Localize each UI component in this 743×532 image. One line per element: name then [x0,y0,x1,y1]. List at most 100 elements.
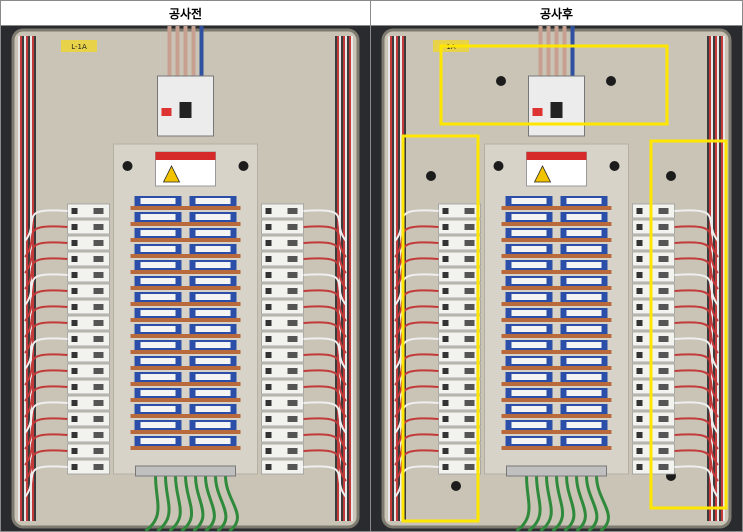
loop-wire [24,353,68,386]
branch-label-text-strip [140,310,176,316]
branch-label-text-strip [566,390,602,396]
breaker-toggle [658,352,669,358]
branch-label-text-strip [566,422,602,428]
branch-label-text-strip [566,438,602,444]
warning-label-band [155,152,216,160]
highlight-box-right [649,139,728,510]
branch-label-text-strip [566,214,602,220]
breaker-toggle [464,416,475,422]
breaker-toggle [464,352,475,358]
breaker-toggle [287,272,298,278]
branch-label-text-strip [566,198,602,204]
branch-label-text-strip [140,374,176,380]
breaker-toggle [464,240,475,246]
breaker-toggle [636,336,643,342]
branch-label-text-strip [511,374,547,380]
main-breaker [157,75,214,137]
breaker-toggle [71,272,78,278]
breaker-toggle [658,432,669,438]
breaker-toggle [658,208,669,214]
copper-bar [501,302,612,306]
highlight-boxes [401,44,728,523]
breaker-toggle [658,336,669,342]
copper-bar [130,334,241,338]
breaker-toggle [287,368,298,374]
loop-wire [674,209,719,242]
branch-label-block [130,196,241,450]
breaker-toggle [93,208,104,214]
breaker-toggle [287,336,298,342]
loop-wire [24,225,68,258]
breaker-toggle [71,240,78,246]
loop-wire [24,305,68,338]
breaker-toggle [658,384,669,390]
branch-label-text-strip [195,214,231,220]
loop-wire [303,289,347,322]
breaker-toggle [93,304,104,310]
warning-label [155,151,216,187]
ground-terminal-bar [135,465,236,477]
knob-icon [609,161,620,171]
cover-knobs [122,161,249,171]
main-breaker [528,75,585,137]
branch-label-text-strip [140,422,176,428]
breaker-toggle [71,352,78,358]
copper-bar [130,254,241,258]
knob-icon [238,161,249,171]
breaker-toggle [442,352,449,358]
breaker-toggle [287,464,298,470]
loop-wire [24,209,68,242]
loop-wire [674,257,719,290]
loop-wire [674,449,719,482]
breaker-toggle [287,384,298,390]
breaker-toggle [287,208,298,214]
branch-label-text-strip [566,310,602,316]
loop-wire [303,273,347,306]
breaker-toggle [93,224,104,230]
breaker-toggle [93,240,104,246]
breaker-toggle [71,304,78,310]
ground-wire [551,475,564,531]
loop-wire [24,289,68,322]
breaker-toggle [287,432,298,438]
breaker-toggle [658,448,669,454]
breaker-toggle [93,352,104,358]
ground-wire [224,475,239,531]
loop-wire [303,433,347,466]
copper-bar [130,398,241,402]
breaker-toggle [636,464,643,470]
loop-wire [303,385,347,418]
breaker-toggle [442,272,449,278]
branch-label-text-strip [566,262,602,268]
panel-illustration-after: 1A [371,26,742,531]
breaker-toggle [93,400,104,406]
ground-wire [168,475,182,531]
breaker-toggle [265,352,272,358]
breaker-toggle [71,256,78,262]
breaker-toggle [636,320,643,326]
knob-icon [426,171,436,181]
loop-wire [674,305,719,338]
loop-wire [674,385,719,418]
copper-bar [130,430,241,434]
breaker-toggle [71,384,78,390]
breaker-toggle [265,240,272,246]
branch-label-text-strip [566,358,602,364]
ground-wire [515,475,531,531]
breaker-toggle [658,368,669,374]
ground-wire [192,475,205,531]
main-breaker-handle [550,102,563,118]
copper-bar [501,206,612,210]
branch-label-text-strip [195,326,231,332]
breaker-toggle [658,288,669,294]
breaker-toggle [265,288,272,294]
loop-wire [674,433,719,466]
copper-bar [130,366,241,370]
breaker-toggle [442,304,449,310]
panel-tag: L-1A [61,40,97,52]
copper-bar [501,254,612,258]
branch-label-text-strip [566,294,602,300]
branch-label-text-strip [511,214,547,220]
breaker-toggle [464,336,475,342]
branch-label-text-strip [195,246,231,252]
